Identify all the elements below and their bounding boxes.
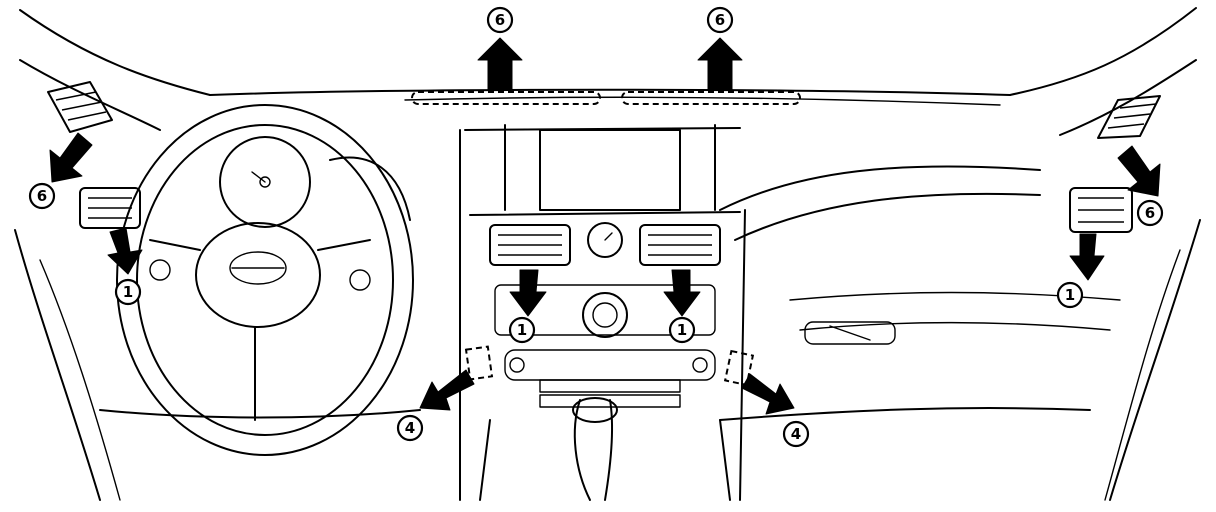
callout-label: 6 [37, 187, 47, 205]
vent-center-left [489, 224, 571, 266]
airflow-arrows [49, 37, 1161, 415]
steering-wheel [116, 104, 414, 456]
instrument-cluster [219, 136, 411, 228]
defroster-grille-right [621, 91, 801, 105]
callout-label: 1 [517, 321, 527, 339]
arrow-side-defrost-right [1117, 145, 1161, 197]
side-defroster-right [1097, 95, 1161, 139]
foot-duct-left [464, 345, 494, 381]
center-stack [459, 124, 746, 501]
vent-right-side [1069, 187, 1133, 233]
callout-vent-center-right: 1 [668, 316, 696, 344]
callout-label: 6 [1145, 204, 1155, 222]
callout-label: 6 [495, 11, 505, 29]
callout-vent-right: 1 [1056, 281, 1084, 309]
callout-label: 4 [791, 425, 801, 443]
arrow-vent-center-left [509, 269, 547, 317]
arrow-foot-right [741, 373, 795, 415]
callout-side-defroster-right: 6 [1136, 199, 1164, 227]
arrow-up-right [697, 37, 743, 91]
defroster-grille-left [411, 91, 601, 105]
callout-foot-left: 4 [396, 414, 424, 442]
callout-foot-right: 4 [782, 420, 810, 448]
foot-duct-right [723, 349, 755, 387]
callout-vent-left: 1 [114, 278, 142, 306]
arrow-vent-right [1069, 233, 1105, 281]
side-defroster-left [47, 81, 113, 133]
callout-label: 6 [715, 11, 725, 29]
callout-label: 1 [123, 283, 133, 301]
callout-defroster-right: 6 [706, 6, 734, 34]
arrow-side-defrost-left [49, 132, 93, 183]
vent-left-side [79, 187, 141, 229]
callout-label: 4 [405, 419, 415, 437]
callout-label: 1 [1065, 286, 1075, 304]
callout-label: 1 [677, 321, 687, 339]
arrow-up-left [477, 37, 523, 91]
callout-defroster-left: 6 [486, 6, 514, 34]
arrow-vent-left [107, 227, 143, 275]
callout-vent-center-left: 1 [508, 316, 536, 344]
arrow-foot-left [419, 369, 475, 411]
callout-side-defroster-left: 6 [28, 182, 56, 210]
vent-center-right [639, 224, 721, 266]
arrow-vent-center-right [663, 269, 701, 317]
dashboard-outline [14, 7, 1201, 501]
